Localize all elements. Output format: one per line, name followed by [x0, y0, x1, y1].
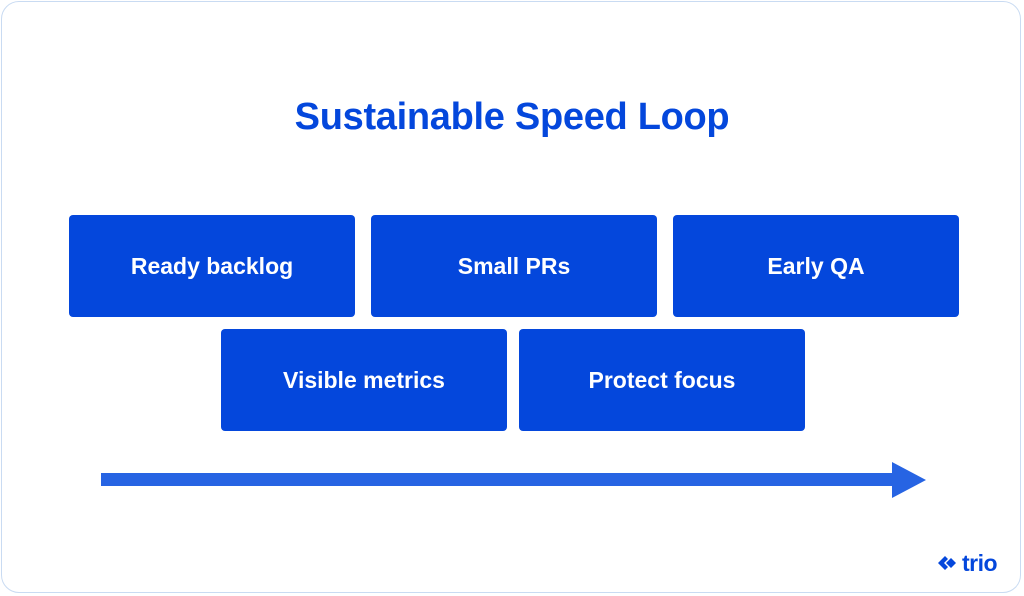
flow-arrow-icon [101, 462, 926, 498]
brand-name: trio [962, 550, 998, 576]
arrow-head [892, 462, 926, 498]
step-small-prs: Small PRs [371, 215, 657, 317]
diagram-title: Sustainable Speed Loop [294, 96, 730, 138]
step-protect-focus: Protect focus [519, 329, 805, 431]
step-early-qa: Early QA [673, 215, 959, 317]
brand-logo: trio [937, 550, 998, 576]
step-visible-metrics: Visible metrics [221, 329, 507, 431]
trio-logo-icon [938, 556, 956, 570]
step-ready-backlog: Ready backlog [69, 215, 355, 317]
arrow-shaft [101, 473, 896, 486]
